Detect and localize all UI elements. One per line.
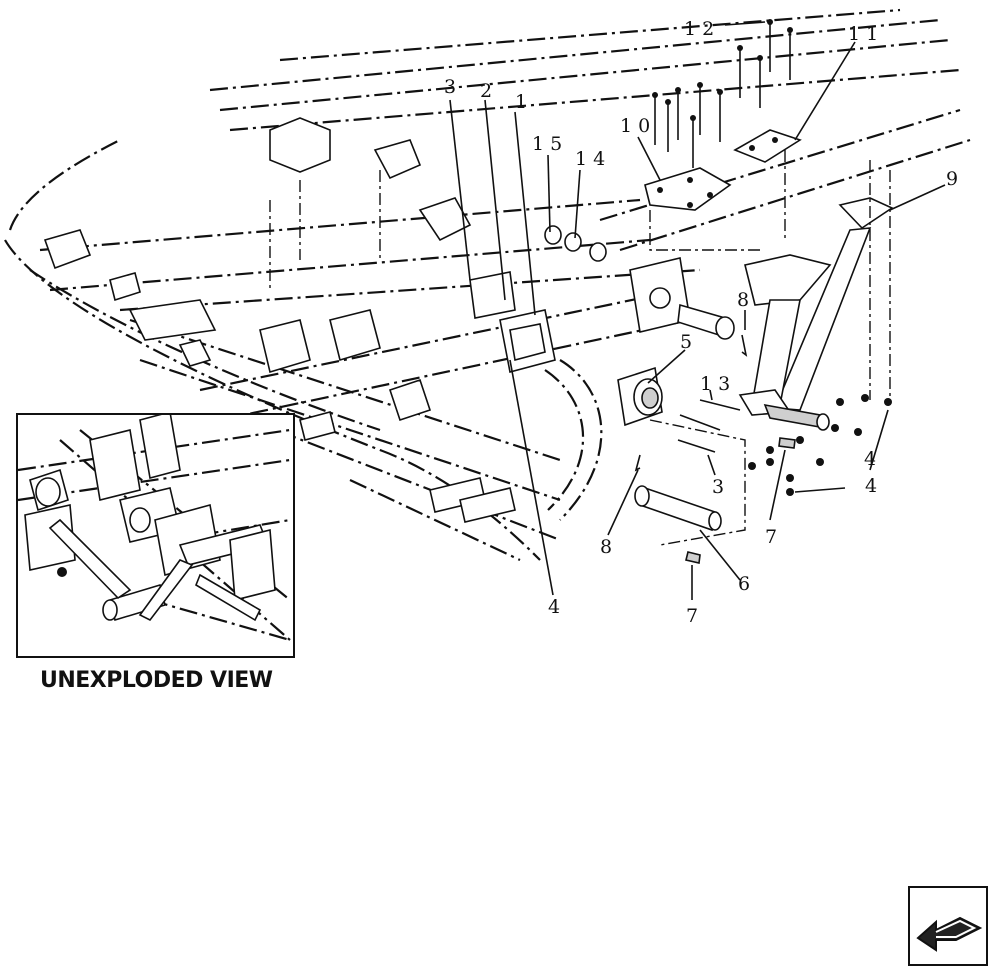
callout-labels: 1 2 3 4 4 4 5 6 7 7 8 8 9 10 11 12 13 14… [444,18,958,627]
callout-14: 14 [575,148,611,170]
callout-8: 8 [737,289,749,311]
callout-9: 9 [946,168,958,190]
unexploded-view-inset [16,413,295,658]
leader-lines [449,21,946,600]
callout-4: 4 [548,596,560,618]
callout-3: 3 [712,476,724,498]
callout-2: 2 [480,80,492,102]
callout-5: 5 [680,331,692,353]
callout-12: 12 [684,18,720,40]
callout-15: 15 [532,133,568,155]
callout-3: 3 [444,76,456,98]
callout-4: 4 [865,475,877,497]
callout-11: 11 [848,23,884,45]
callout-7: 7 [765,526,777,548]
exploded-hardware [544,19,894,564]
frame-parts [43,117,691,523]
callout-8: 8 [600,536,612,558]
callout-1: 1 [515,91,527,113]
callout-10: 10 [620,115,656,137]
inset-caption: UNEXPLODED VIEW [40,668,273,693]
callout-4: 4 [864,448,876,470]
callout-7: 7 [686,605,698,627]
callout-6: 6 [738,573,750,595]
previous-page-button[interactable] [908,886,988,966]
previous-arrow-icon [916,916,983,952]
callout-13: 13 [700,373,736,395]
